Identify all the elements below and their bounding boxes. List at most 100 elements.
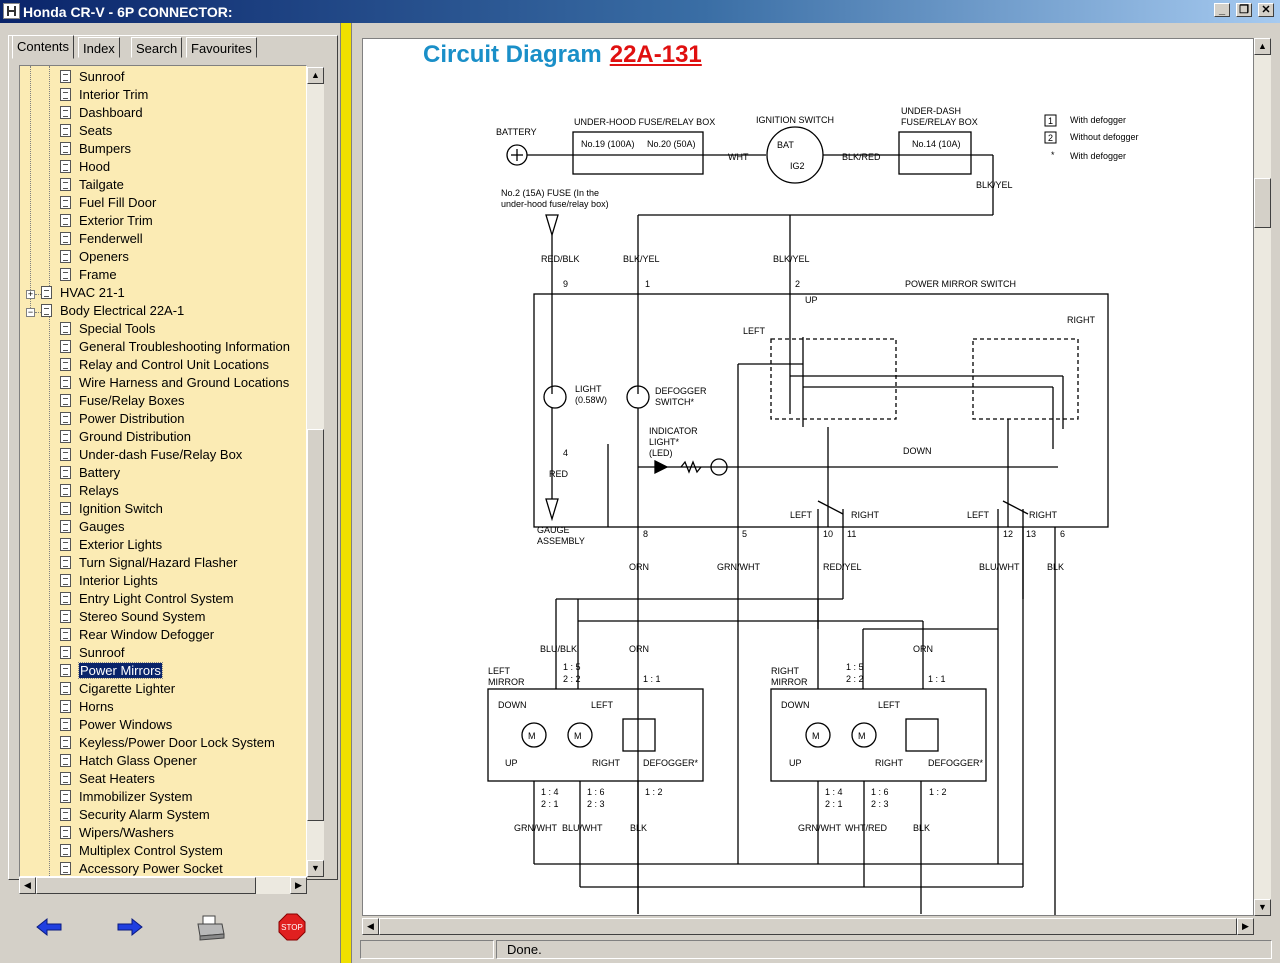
tree-item[interactable]: Wire Harness and Ground Locations [60,374,289,392]
scroll-right-button[interactable]: ▶ [1237,918,1254,935]
scroll-thumb[interactable] [36,877,256,894]
tree-item[interactable]: Interior Trim [60,86,148,104]
tab-search[interactable]: Search [131,37,183,58]
svg-text:*: * [1051,150,1055,160]
collapse-button[interactable]: − [26,307,35,317]
minimize-button[interactable]: _ [1214,3,1230,17]
close-button[interactable]: ✕ [1258,3,1274,17]
fuse-note: No.2 (15A) FUSE (In the [501,188,599,198]
tree-item[interactable]: Seat Heaters [60,770,155,788]
tree-item[interactable]: Power Distribution [60,410,185,428]
scroll-left-button[interactable]: ◀ [362,918,379,935]
pin-number: 1 [645,279,650,289]
scroll-up-button[interactable]: ▲ [1254,38,1271,55]
document-icon [60,466,71,479]
tree-item-selected[interactable]: Power Mirrors [60,662,163,680]
tree-item[interactable]: Horns [60,698,114,716]
tree-item[interactable]: Sunroof [60,68,125,86]
tree-item[interactable]: Immobilizer System [60,788,192,806]
tree-item[interactable]: Hatch Glass Opener [60,752,197,770]
tree-item[interactable]: Battery [60,464,120,482]
tree-item[interactable]: General Troubleshooting Information [60,338,290,356]
tree-item[interactable]: Interior Lights [60,572,158,590]
printer-icon[interactable] [195,912,225,942]
tree-item[interactable]: Stereo Sound System [60,608,205,626]
document-icon [60,844,71,857]
status-text: Done. [496,940,1272,959]
tree-item[interactable]: Turn Signal/Hazard Flasher [60,554,237,572]
tree-horizontal-scrollbar[interactable]: ◀ ▶ [19,877,307,894]
tree-item[interactable]: Wipers/Washers [60,824,174,842]
tree-item[interactable]: Keyless/Power Door Lock System [60,734,275,752]
tree-item[interactable]: Power Windows [60,716,172,734]
tree-item[interactable]: Tailgate [60,176,124,194]
tree-item-label: Seat Heaters [79,771,155,786]
back-arrow-icon[interactable] [34,912,64,942]
document-vertical-scrollbar[interactable]: ▲ ▼ [1254,38,1271,916]
tree-item[interactable]: Fuse/Relay Boxes [60,392,185,410]
scroll-thumb[interactable] [379,918,1237,935]
tab-favourites[interactable]: Favourites [186,37,257,58]
contents-tree[interactable]: + − Sunroof Interior Trim Dashboard Seat… [19,65,307,877]
scroll-left-button[interactable]: ◀ [19,877,36,894]
scroll-thumb[interactable] [307,429,324,821]
tree-item[interactable]: Seats [60,122,112,140]
title-bar: Honda CR-V - 6P CONNECTOR: _ ❐ ✕ [0,0,1280,23]
tree-item[interactable]: Relays [60,482,119,500]
wire-color-label: BLU/WHT [562,823,603,833]
stop-icon[interactable]: STOP [277,912,307,942]
tree-item[interactable]: Under-dash Fuse/Relay Box [60,446,242,464]
wire-color-label: RED/BLK [541,254,580,264]
tree-item-label: Gauges [79,519,125,534]
scroll-down-button[interactable]: ▼ [1254,899,1271,916]
document-icon [60,448,71,461]
expand-button[interactable]: + [26,289,35,299]
tree-item-label: Special Tools [79,321,156,336]
tree-item[interactable]: Entry Light Control System [60,590,234,608]
tree-item[interactable]: Exterior Lights [60,536,162,554]
tree-item[interactable]: Special Tools [60,320,155,338]
tree-item[interactable]: Security Alarm System [60,806,210,824]
connector-note: 1 : 6 [587,787,605,797]
tree-item[interactable]: Cigarette Lighter [60,680,175,698]
tab-index[interactable]: Index [78,37,120,58]
defogger-element-symbol [622,718,656,752]
tab-contents[interactable]: Contents [12,35,75,59]
tree-item[interactable]: Exterior Trim [60,212,153,230]
wire-color-label: BLU/BLK [540,644,577,654]
tree-item[interactable]: Ignition Switch [60,500,163,518]
direction-label: RIGHT [592,758,621,768]
tree-item-book[interactable]: Body Electrical 22A-1 [41,302,184,320]
defogger-element-symbol [905,718,939,752]
window-title: Honda CR-V - 6P CONNECTOR: [23,4,233,20]
restore-button[interactable]: ❐ [1236,3,1252,17]
tree-item[interactable]: Hood [60,158,110,176]
mirror-label: RIGHT [771,666,800,676]
direction-label: UP [805,295,818,305]
tree-item[interactable]: Fenderwell [60,230,143,248]
tree-item[interactable]: Fuel Fill Door [60,194,156,212]
scroll-down-button[interactable]: ▼ [307,860,324,877]
scroll-thumb[interactable] [1254,178,1271,228]
tree-item[interactable]: Ground Distribution [60,428,191,446]
heading-code-link[interactable]: 22A-131 [609,41,702,68]
tree-item[interactable]: Sunroof [60,644,125,662]
forward-arrow-icon[interactable] [115,912,145,942]
tree-item[interactable]: Dashboard [60,104,143,122]
defogger-switch-label: DEFOGGER [655,386,707,396]
tree-item[interactable]: Relay and Control Unit Locations [60,356,269,374]
pane-splitter[interactable] [340,23,352,963]
connector-note: 1 : 5 [846,662,864,672]
tree-item[interactable]: Accessory Power Socket [60,860,223,876]
tree-item[interactable]: Openers [60,248,129,266]
tree-item[interactable]: Bumpers [60,140,131,158]
tree-item[interactable]: Gauges [60,518,125,536]
scroll-up-button[interactable]: ▲ [307,67,324,84]
tree-item[interactable]: Rear Window Defogger [60,626,214,644]
tree-item-book[interactable]: HVAC 21-1 [41,284,125,302]
scroll-right-button[interactable]: ▶ [290,877,307,894]
tree-item[interactable]: Frame [60,266,117,284]
tree-vertical-scrollbar[interactable]: ▲ ▼ [307,67,324,877]
tree-item[interactable]: Multiplex Control System [60,842,223,860]
document-horizontal-scrollbar[interactable]: ◀ ▶ [362,918,1254,935]
